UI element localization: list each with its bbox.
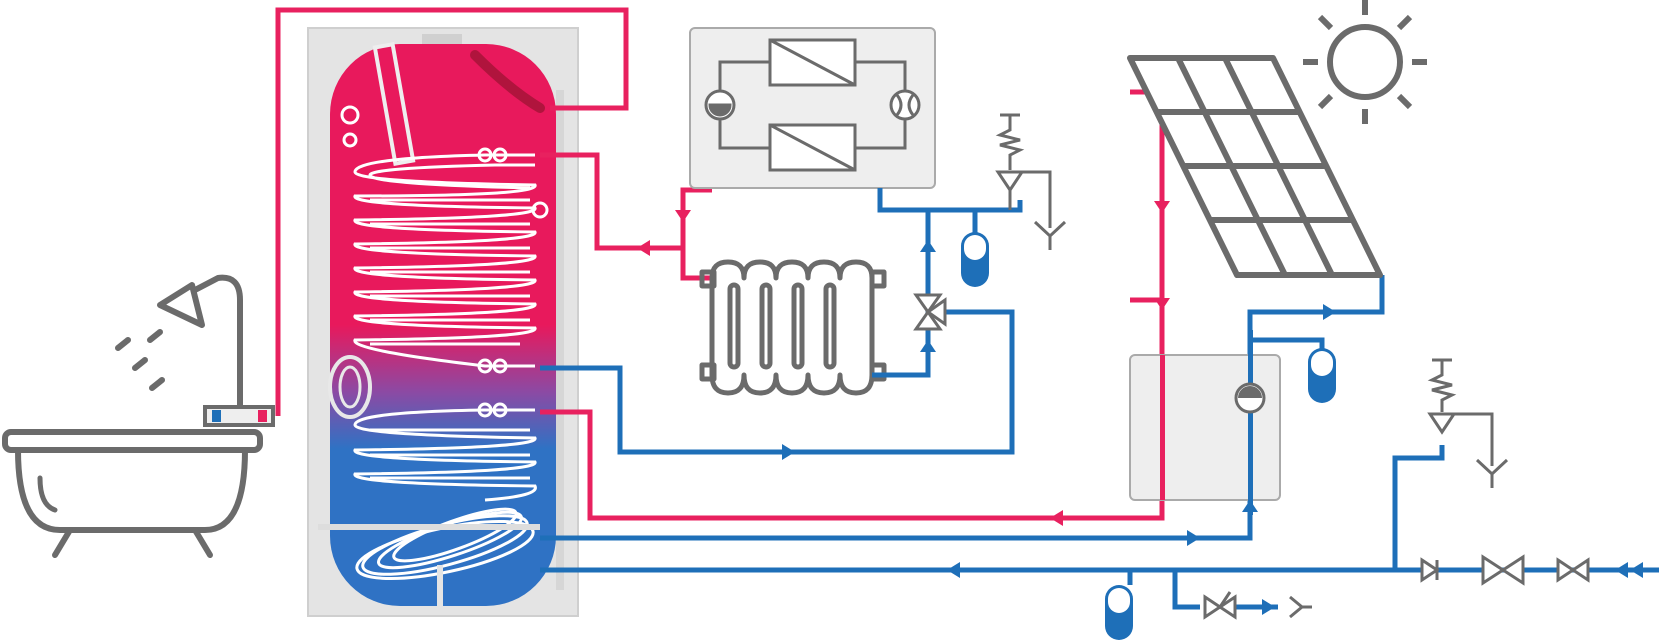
solar-panel-icon [1127,55,1383,278]
three-way-valve-icon [913,293,947,331]
sun-icon [1303,0,1427,124]
flow-arrows-cold [782,240,1643,615]
lower-heating-coil [353,402,537,502]
heat-pump-unit-icon [689,27,936,189]
mixer-tap-icon [203,405,275,427]
safety-valve-icon [995,113,1052,228]
bathtub-icon [2,429,263,558]
drain-funnel-icon-bottom [1289,595,1312,619]
pump-icon [1160,330,1266,515]
pump-station-box [1129,354,1281,501]
check-valve-icon [1420,557,1440,583]
shutoff-valve-icon [1203,554,1590,620]
flow-arrows-hot [637,201,1170,526]
expansion-vessel-icon [961,232,1336,640]
bottom-spiral-coil [318,507,540,612]
radiator-icon [699,259,887,396]
shower-head-icon [115,274,243,408]
cold-water-pipes [540,188,1659,610]
drain-funnel-icon [1033,220,1067,250]
upper-heating-coil [353,147,549,374]
safety-valve-icon-solar [1427,358,1509,488]
